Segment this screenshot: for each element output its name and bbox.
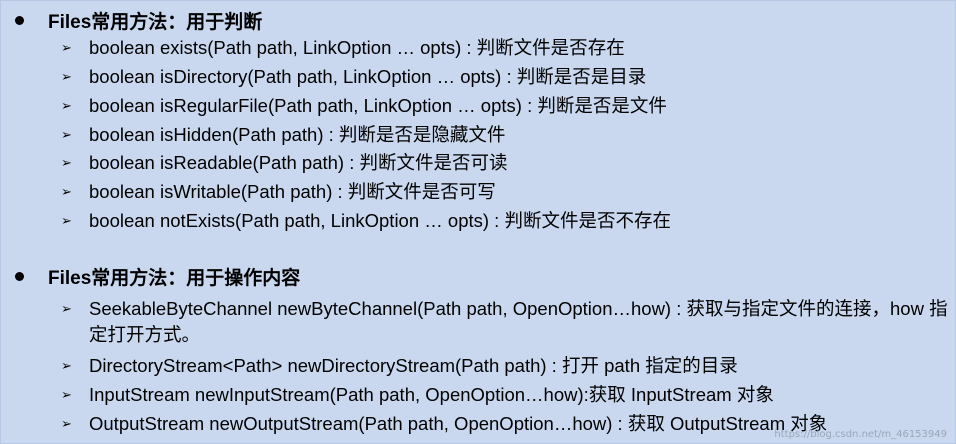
section-heading-text: Files常用方法：用于判断: [48, 12, 263, 33]
list-item: ➢ boolean isRegularFile(Path path, LinkO…: [57, 93, 949, 119]
list-item: ➢ boolean exists(Path path, LinkOption ……: [57, 35, 949, 61]
list-item: ➢ DirectoryStream<Path> newDirectoryStre…: [57, 353, 949, 379]
arrow-bullet-icon: ➢: [61, 184, 72, 199]
list-item: ➢ boolean isReadable(Path path) : 判断文件是否…: [57, 150, 949, 176]
method-text: boolean isWritable(Path path) : 判断文件是否可写: [89, 181, 496, 202]
list-item: ➢ boolean notExists(Path path, LinkOptio…: [57, 208, 949, 234]
arrow-bullet-icon: ➢: [61, 40, 72, 55]
arrow-bullet-icon: ➢: [61, 213, 72, 228]
arrow-bullet-icon: ➢: [61, 301, 72, 316]
arrow-bullet-icon: ➢: [61, 358, 72, 373]
method-text: boolean isHidden(Path path) : 判断是否是隐藏文件: [89, 124, 506, 145]
method-text: boolean isRegularFile(Path path, LinkOpt…: [89, 95, 667, 116]
method-text: boolean notExists(Path path, LinkOption …: [89, 210, 671, 231]
section-heading-judge: Files常用方法：用于判断: [15, 7, 262, 34]
method-text: boolean exists(Path path, LinkOption … o…: [89, 37, 625, 58]
method-text: DirectoryStream<Path> newDirectoryStream…: [89, 355, 738, 376]
section-heading-text: Files常用方法：用于操作内容: [48, 268, 301, 289]
bullet-dot-icon: [15, 16, 24, 25]
watermark: https://blog.csdn.net/m_46153949: [774, 429, 947, 440]
list-item: ➢ OutputStream newOutputStream(Path path…: [57, 411, 949, 437]
arrow-bullet-icon: ➢: [61, 416, 72, 431]
section-heading-operate: Files常用方法：用于操作内容: [15, 263, 300, 290]
list-item: ➢ boolean isDirectory(Path path, LinkOpt…: [57, 64, 949, 90]
list-item: ➢ SeekableByteChannel newByteChannel(Pat…: [57, 296, 949, 348]
method-text: OutputStream newOutputStream(Path path, …: [89, 413, 828, 434]
arrow-bullet-icon: ➢: [61, 127, 72, 142]
arrow-bullet-icon: ➢: [61, 69, 72, 84]
method-text: InputStream newInputStream(Path path, Op…: [89, 384, 774, 405]
method-text: boolean isDirectory(Path path, LinkOptio…: [89, 66, 647, 87]
method-text: boolean isReadable(Path path) : 判断文件是否可读: [89, 152, 508, 173]
method-text: SeekableByteChannel newByteChannel(Path …: [89, 298, 948, 345]
arrow-bullet-icon: ➢: [61, 155, 72, 170]
arrow-bullet-icon: ➢: [61, 98, 72, 113]
list-item: ➢ InputStream newInputStream(Path path, …: [57, 382, 949, 408]
list-item: ➢ boolean isWritable(Path path) : 判断文件是否…: [57, 179, 949, 205]
bullet-dot-icon: [15, 272, 24, 281]
list-item: ➢ boolean isHidden(Path path) : 判断是否是隐藏文…: [57, 122, 949, 148]
arrow-bullet-icon: ➢: [61, 387, 72, 402]
